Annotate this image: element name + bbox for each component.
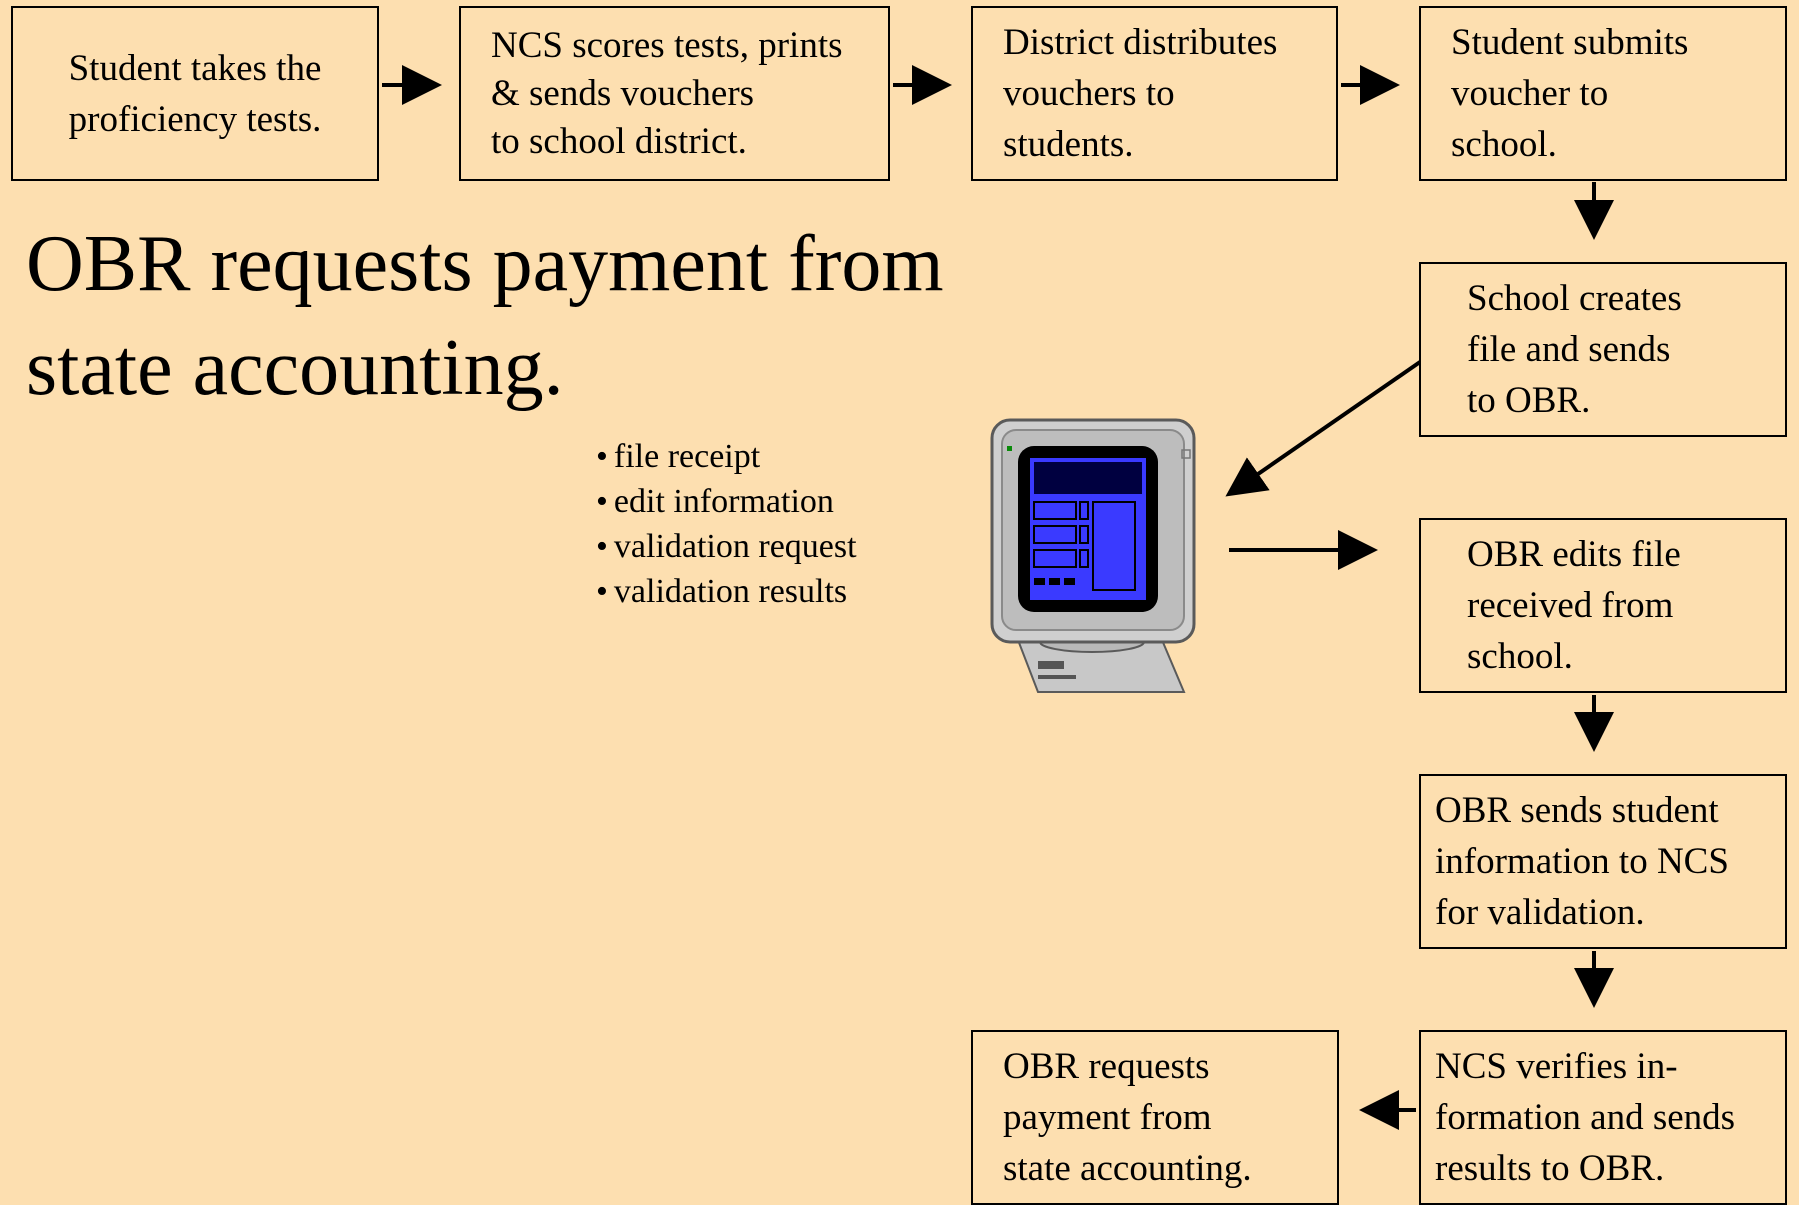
step-text-line: NCS verifies in- — [1435, 1046, 1678, 1087]
step-box-school-creates-file: School creates file and sends to OBR. — [1419, 262, 1787, 437]
computer-functions-list: file receipt edit information validation… — [596, 434, 857, 614]
step-box-ncs-verifies: NCS verifies in- formation and sends res… — [1419, 1030, 1787, 1205]
step-text-line: Student takes the — [68, 47, 322, 89]
step-text-line: for validation. — [1435, 892, 1645, 933]
step-text-line: OBR sends student — [1435, 790, 1719, 831]
computer-monitor-icon — [990, 418, 1196, 693]
step-text-line: OBR requests — [1003, 1046, 1210, 1087]
step-text-line: District distributes — [1003, 22, 1278, 63]
step-text-line: results to OBR. — [1435, 1148, 1665, 1189]
step-text-line: to school district. — [491, 120, 747, 162]
list-item: validation request — [596, 524, 857, 569]
step-text-line: school. — [1467, 636, 1573, 677]
step-text-line: file and sends — [1467, 329, 1671, 370]
slide-title-line: OBR requests payment from — [26, 220, 944, 308]
slide-title-line: state accounting. — [26, 324, 564, 412]
step-box-obr-edits-file: OBR edits file received from school. — [1419, 518, 1787, 693]
list-item: edit information — [596, 479, 857, 524]
step-text-line: school. — [1451, 124, 1557, 165]
step-text-line: information to NCS — [1435, 841, 1729, 882]
step-text-line: to OBR. — [1467, 380, 1591, 421]
step-text-line: students. — [1003, 124, 1134, 165]
step-text-line: NCS scores tests, prints — [491, 24, 843, 66]
arrow-s5-computer — [1225, 360, 1422, 497]
step-box-student-submits-voucher: Student submits voucher to school. — [1419, 6, 1787, 181]
step-box-student-takes-tests: Student takes the proficiency tests. — [11, 6, 379, 181]
step-text-line: OBR edits file — [1467, 534, 1681, 575]
step-box-ncs-scores-tests: NCS scores tests, prints & sends voucher… — [459, 6, 890, 181]
step-text-line: proficiency tests. — [68, 98, 322, 140]
step-box-obr-requests-payment: OBR requests payment from state accounti… — [971, 1030, 1339, 1205]
step-text-line: received from — [1467, 585, 1674, 626]
step-text-line: payment from — [1003, 1097, 1212, 1138]
step-text-line: voucher to — [1451, 73, 1609, 114]
step-box-district-distributes: District distributes vouchers to student… — [971, 6, 1338, 181]
step-text-line: & sends vouchers — [491, 72, 755, 114]
list-item: file receipt — [596, 434, 857, 479]
step-text-line: state accounting. — [1003, 1148, 1252, 1189]
step-box-obr-sends-info: OBR sends student information to NCS for… — [1419, 774, 1787, 949]
slide-title: OBR requests payment from state accounti… — [26, 212, 944, 420]
step-text-line: formation and sends — [1435, 1097, 1736, 1138]
list-item: validation results — [596, 569, 857, 614]
step-text-line: vouchers to — [1003, 73, 1175, 114]
step-text-line: School creates — [1467, 278, 1682, 319]
step-text-line: Student submits — [1451, 22, 1689, 63]
